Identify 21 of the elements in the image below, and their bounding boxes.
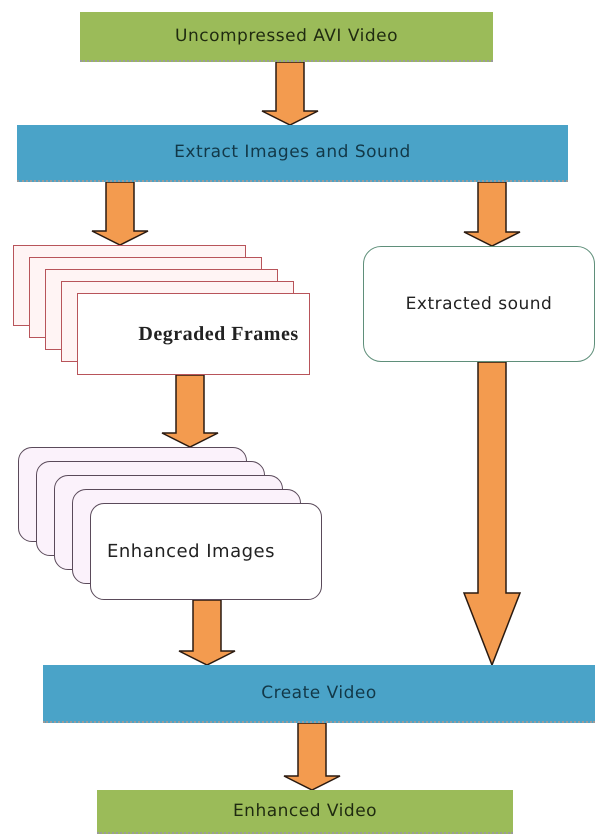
process-bar [43, 665, 595, 723]
card-stack [13, 245, 310, 375]
process-bar [97, 790, 513, 834]
node-label: Extracted sound [406, 292, 552, 316]
process-bar [80, 12, 493, 62]
block-arrow [91, 181, 149, 246]
block-arrow [261, 61, 319, 126]
card-stack [18, 447, 322, 600]
node-label: Create Video [261, 682, 377, 705]
rounded-box [363, 246, 595, 362]
process-bar [17, 125, 568, 182]
node-label: Enhanced Images [107, 540, 275, 564]
block-arrow [178, 599, 236, 666]
node-label: Extract Images and Sound [174, 141, 411, 164]
node-label: Uncompressed AVI Video [175, 24, 398, 48]
block-arrow [161, 374, 219, 448]
block-arrow [283, 722, 341, 791]
block-arrow [462, 361, 522, 668]
node-label: Enhanced Video [232, 800, 378, 823]
block-arrow [463, 181, 521, 247]
node-label: Degraded Frames [138, 322, 299, 346]
